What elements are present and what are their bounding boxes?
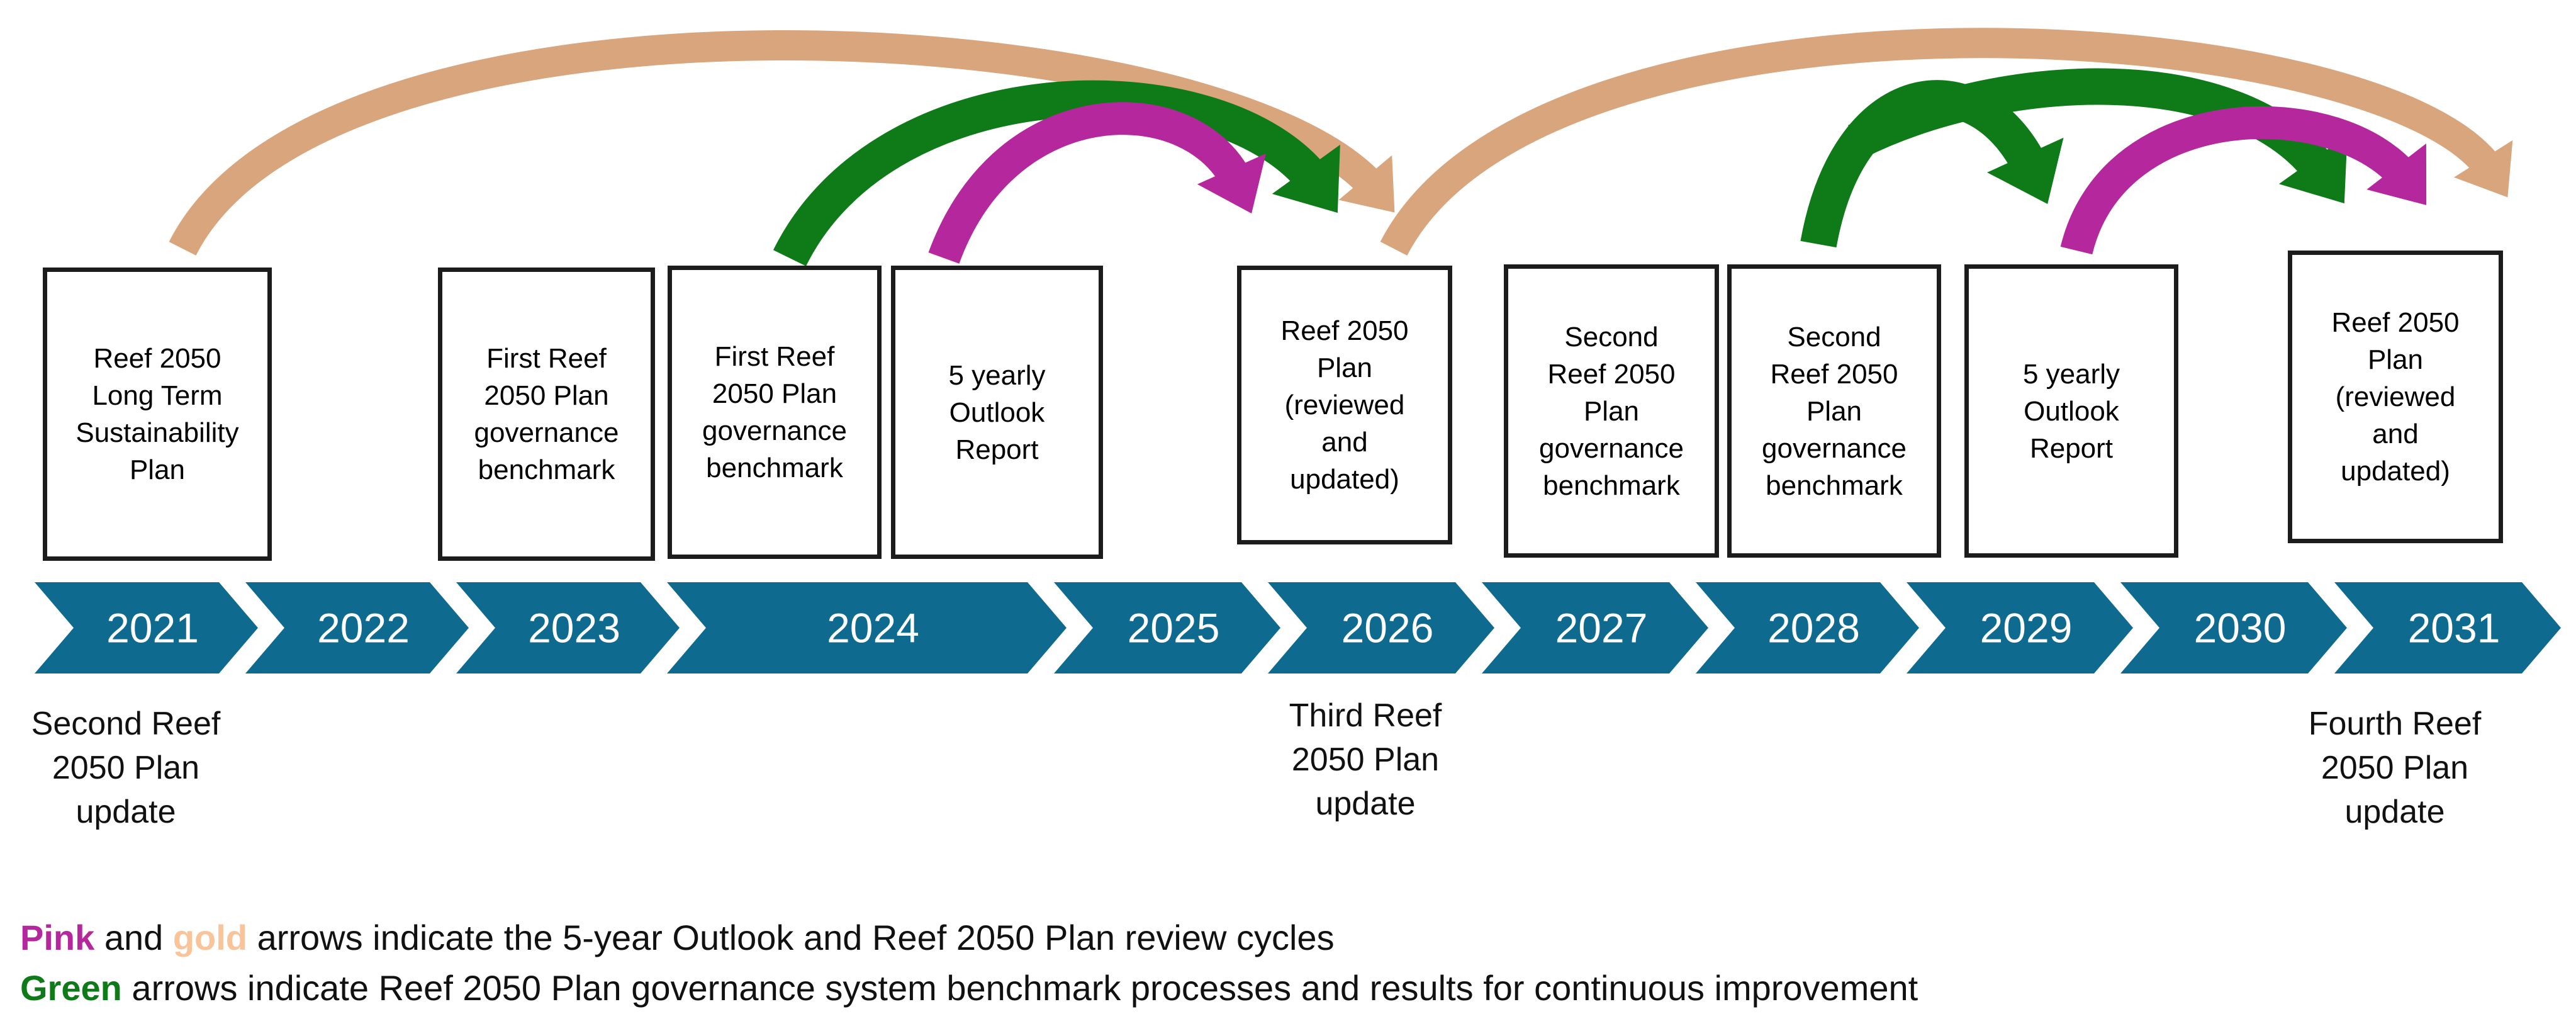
pink-arrow-2029-2031-shaft [2060, 106, 2420, 255]
gold-arrow-2026-2031-shaft [1380, 28, 2505, 256]
timeline-chevron-2025 [1054, 582, 1280, 673]
timeline-chevron-2022 [245, 582, 469, 673]
note-fourth-plan-update: Fourth Reef 2050 Plan update [2308, 706, 2482, 830]
green-arrow-2023-2026-shaft [773, 80, 1332, 266]
box-first-governance-benchmark-a: First Reef 2050 Plan governance benchmar… [438, 268, 655, 561]
gold-arrow-2021-2026-head [1338, 155, 1395, 213]
box-first-governance-benchmark-b: First Reef 2050 Plan governance benchmar… [668, 266, 882, 559]
legend-governance-text: arrows indicate Reef 2050 Plan governanc… [121, 968, 1918, 1008]
timeline-year-2022: 2022 [317, 605, 410, 651]
timeline-year-2021: 2021 [106, 605, 199, 651]
box-second-governance-benchmark-a: Second Reef 2050 Plan governance benchma… [1504, 264, 1719, 558]
timeline-year-2028: 2028 [1767, 605, 1860, 651]
gold-arrow-2026-2031 [1380, 28, 2513, 256]
box-outlook-report-2029: 5 yearly Outlook Report [1964, 264, 2178, 558]
timeline-chevron-2027 [1482, 582, 1708, 673]
timeline-year-2023: 2023 [528, 605, 620, 651]
note-third-plan-update: Third Reef 2050 Plan update [1289, 697, 1442, 822]
timeline-chevron-2029 [1907, 582, 2133, 673]
legend-and-text: and [94, 918, 173, 957]
timeline-chevron-2024 [667, 582, 1067, 673]
green-arrow-2028-2031-head [2278, 135, 2348, 204]
green-arrow-2028-2029-head [1987, 137, 2064, 205]
timeline-chevron-2028 [1696, 582, 1919, 673]
pink-arrow-2024-2026 [928, 102, 1266, 264]
box-reef-2050-long-term-plan: Reef 2050 Long Term Sustainability Plan [43, 268, 272, 561]
legend-gold-label: gold [172, 918, 248, 957]
gold-arrow-2026-2031-head [2454, 140, 2513, 198]
legend-green-label: Green [20, 968, 122, 1008]
pink-arrow-2024-2026-head [1197, 153, 1266, 214]
box-plan-reviewed-2031: Reef 2050 Plan (reviewed and updated) [2288, 251, 2503, 543]
timeline-chevron-2021 [35, 582, 258, 673]
timeline-year-2030: 2030 [2194, 605, 2287, 651]
legend-review-cycles-text: arrows indicate the 5-year Outlook and R… [247, 918, 1335, 957]
timeline-chevron-2026 [1268, 582, 1494, 673]
green-arrow-2023-2026-head [1272, 144, 1340, 213]
timeline-year-2029: 2029 [1980, 605, 2073, 651]
timeline-year-2024: 2024 [827, 605, 919, 651]
pink-arrow-2029-2031-head [2366, 143, 2427, 205]
timeline-year-2025: 2025 [1128, 605, 1220, 651]
note-second-plan-update: Second Reef 2050 Plan update [31, 706, 221, 830]
timeline-year-2027: 2027 [1555, 605, 1648, 651]
timeline-year-2026: 2026 [1341, 605, 1434, 651]
timeline-chevron-2023 [456, 582, 680, 673]
box-plan-reviewed-2026: Reef 2050 Plan (reviewed and updated) [1237, 266, 1452, 544]
timeline-chevron-2030 [2120, 582, 2347, 673]
box-second-governance-benchmark-b: Second Reef 2050 Plan governance benchma… [1727, 264, 1941, 558]
pink-arrow-2024-2026-shaft [928, 102, 1254, 264]
green-arrow-2023-2026 [773, 80, 1340, 266]
legend-governance: Green arrows indicate Reef 2050 Plan gov… [20, 966, 1918, 1010]
pink-arrow-2029-2031 [2060, 106, 2427, 255]
legend-pink-label: Pink [20, 918, 95, 957]
legend-review-cycles: Pink and gold arrows indicate the 5-year… [20, 916, 1335, 960]
box-outlook-report-2024: 5 yearly Outlook Report [891, 266, 1103, 559]
timeline-year-2031: 2031 [2408, 605, 2500, 651]
timeline-chevron-2031 [2334, 582, 2561, 673]
